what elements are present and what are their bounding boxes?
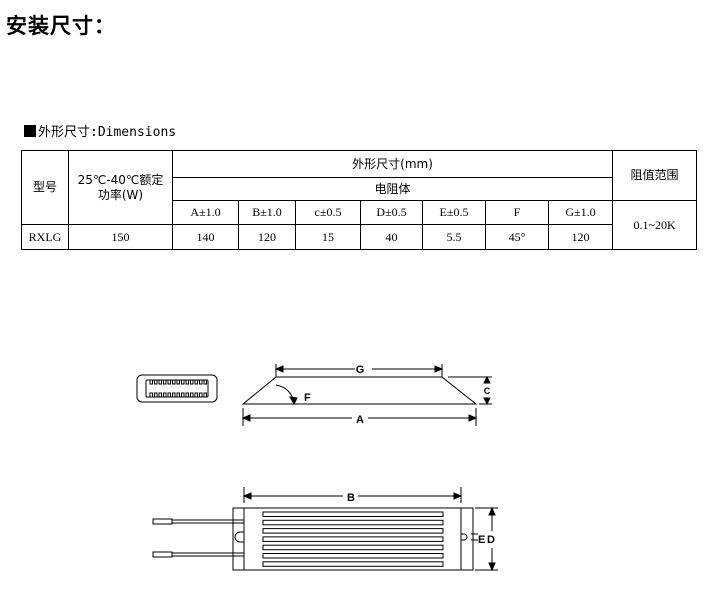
column-header-d: D±0.5 [360,200,423,225]
value-e: 5.5 [422,224,486,250]
column-header-e: E±0.5 [422,200,486,225]
power-value: 150 [68,224,173,250]
section-heading: 外形尺寸:Dimensions [24,121,176,140]
label-f: F [304,392,311,404]
section-heading-text: 外形尺寸:Dimensions [38,125,177,140]
label-g: G [356,364,365,376]
value-f: 45° [485,224,549,250]
label-b: B [347,492,355,504]
resistance-range-header: 阻值范围 [612,150,698,201]
column-header-g: G±1.0 [547,200,614,225]
model-header: 型号 [21,150,69,225]
value-c: 15 [295,224,361,250]
label-a: A [356,414,364,426]
end-view-drawing [136,374,218,403]
value-g: 120 [547,224,614,250]
resistance-range-value: 0.1~20K [612,200,698,250]
model-value: RXLG [21,224,69,250]
dimensions-table: 型号 25℃-40℃额定功率(W) 外形尺寸(mm) 阻值范围 电阻体 A±1.… [21,150,698,250]
black-square-icon [24,125,36,137]
top-view-drawing [152,487,498,572]
value-d: 40 [360,224,423,250]
column-header-f: F [485,200,549,225]
page-title: 安装尺寸： [6,13,116,38]
label-e: E [478,534,485,546]
side-view-drawing [241,364,492,426]
label-c: C [484,386,491,396]
resistor-body-header: 电阻体 [171,177,614,201]
label-d: D [487,534,495,546]
value-a: 140 [172,224,239,250]
dimensions-header: 外形尺寸(mm) [171,150,614,178]
power-header: 25℃-40℃额定功率(W) [68,150,173,225]
table-row: RXLG 150 140 120 15 40 5.5 45° 120 [21,224,697,250]
